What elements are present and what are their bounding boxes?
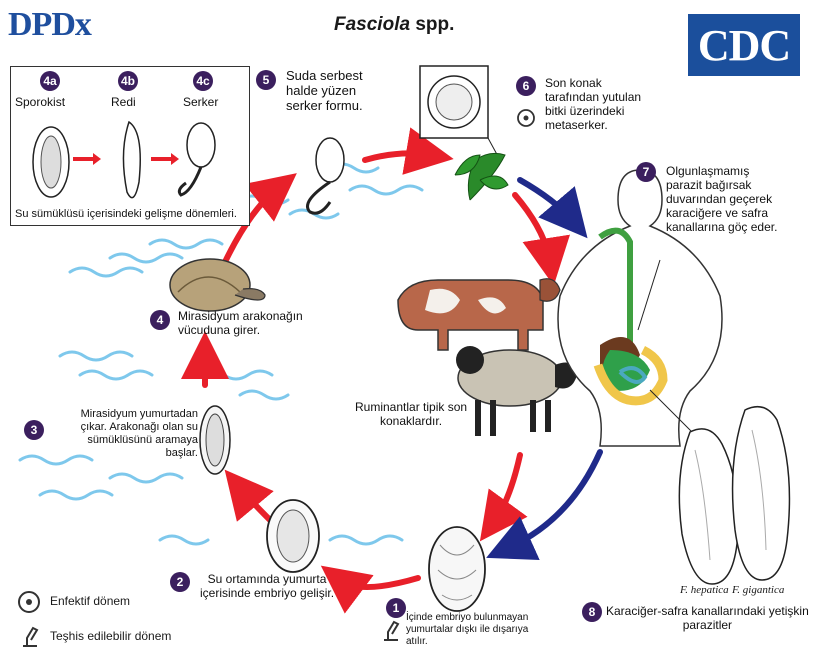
cercaria-illustration bbox=[306, 137, 345, 215]
stage-4b-label: Redi bbox=[111, 95, 136, 109]
stage-4c-label: Serker bbox=[183, 95, 219, 109]
step-2-label: Su ortamında yumurta içerisinde embriyo … bbox=[200, 572, 334, 600]
step-3-line-4: başlar. bbox=[165, 447, 198, 459]
legend-diagnostic: Teşhis edilebilir dönem bbox=[50, 629, 172, 643]
microscope-icon bbox=[23, 626, 39, 647]
step-7-line-3: duvarından geçerek bbox=[666, 192, 773, 206]
step-3-line-1: Mirasidyum yumurtadan bbox=[80, 408, 198, 420]
step-1-line-3: atılır. bbox=[406, 636, 428, 647]
step-3-line-2: çıkar. Arakonağı olan su bbox=[80, 421, 198, 433]
step-6-line-2: tarafından yutulan bbox=[545, 90, 642, 104]
step-7-label: Olgunlaşmamış parazit bağırsak duvarında… bbox=[666, 164, 777, 234]
step-6-badge: 6 bbox=[516, 76, 536, 96]
snail-stages-inset: 4a 4b 4c Sporokist Redi Serker Su sümükl… bbox=[10, 66, 250, 226]
step-7-line-2: parazit bağırsak bbox=[666, 178, 752, 192]
step-6-line-4: metaserker. bbox=[545, 118, 608, 132]
stage-4c-badge: 4c bbox=[193, 71, 213, 91]
embryonated-egg-illustration bbox=[266, 499, 320, 573]
ruminants-line-2: konaklardır. bbox=[380, 414, 443, 428]
step-1-label: İçinde embriyo bulunmayan yumurtalar dış… bbox=[406, 612, 528, 648]
step-1-line-2: yumurtalar dışkı ile dışarıya bbox=[406, 624, 529, 635]
step-1-badge: 1 bbox=[386, 598, 406, 618]
cycle-arrows-red bbox=[181, 127, 570, 614]
microscope-icon-step1 bbox=[384, 620, 400, 641]
ruminants-line-1: Ruminantlar tipik son bbox=[355, 400, 468, 414]
step-5-line-1: Suda serbest bbox=[286, 68, 363, 83]
step-4-line-1: Mirasidyum arakonağın bbox=[178, 309, 303, 323]
step-8-line-1: Karaciğer-safra kanallarındaki yetişkin bbox=[606, 604, 809, 618]
step-5-label: Suda serbest halde yüzen serker formu. bbox=[286, 68, 363, 113]
step-5-line-2: halde yüzen bbox=[286, 83, 357, 98]
miracidium-illustration bbox=[199, 405, 231, 475]
diagram-title: Fasciola spp. bbox=[334, 14, 454, 36]
step-5-badge: 5 bbox=[256, 70, 276, 90]
unembryonated-egg-illustration bbox=[428, 526, 486, 612]
step-2-line-2: içerisinde embriyo gelişir. bbox=[200, 586, 335, 600]
step-5-line-3: serker formu. bbox=[286, 98, 363, 113]
ruminants-label: Ruminantlar tipik son konaklardır. bbox=[355, 400, 467, 428]
step-8-label: Karaciğer-safra kanallarındaki yetişkin … bbox=[606, 604, 809, 632]
title-suffix: spp. bbox=[410, 14, 455, 35]
snail-illustration bbox=[169, 258, 266, 312]
cdc-logo-text: CDC bbox=[697, 20, 791, 70]
step-8-line-2: parazitler bbox=[682, 618, 733, 632]
step-3-label: Mirasidyum yumurtadan çıkar. Arakonağı o… bbox=[48, 408, 198, 460]
step-4-badge: 4 bbox=[150, 310, 170, 330]
inset-drawing bbox=[32, 120, 216, 199]
metacercaria-illustration bbox=[419, 65, 509, 201]
step-7-line-1: Olgunlaşmamış bbox=[666, 164, 750, 178]
step-8-badge: 8 bbox=[582, 602, 602, 622]
step-7-badge: 7 bbox=[636, 162, 656, 182]
step-2-badge: 2 bbox=[170, 572, 190, 592]
step-3-line-3: sümüklüsünü aramaya bbox=[87, 434, 198, 446]
stage-4a-label: Sporokist bbox=[15, 95, 66, 109]
step-7-line-4: karaciğere ve safra bbox=[666, 206, 769, 220]
biohazard-icon bbox=[18, 591, 40, 613]
step-2-line-1: Su ortamında yumurta bbox=[207, 572, 327, 586]
step-4-line-2: vücuduna girer. bbox=[178, 323, 261, 337]
step-6-label: Son konak tarafından yutulan bitki üzeri… bbox=[545, 76, 641, 132]
step-6-line-1: Son konak bbox=[545, 76, 602, 90]
species-hepatica-label: F. hepatica bbox=[680, 584, 729, 596]
stage-4b-badge: 4b bbox=[118, 71, 138, 91]
title-genus: Fasciola bbox=[334, 14, 411, 35]
sheep-illustration bbox=[456, 346, 577, 436]
inset-caption: Su sümüklüsü içerisindeki gelişme döneml… bbox=[15, 208, 237, 220]
step-3-badge: 3 bbox=[24, 420, 44, 440]
step-7-line-5: kanallarına göç eder. bbox=[666, 220, 778, 234]
stage-4a-badge: 4a bbox=[40, 71, 60, 91]
step-1-line-1: İçinde embriyo bulunmayan bbox=[406, 612, 529, 623]
legend-infective: Enfektif dönem bbox=[50, 594, 131, 608]
dpdx-logo: DPDx bbox=[8, 6, 92, 44]
cycle-arrows-blue bbox=[486, 177, 603, 560]
biohazard-icon-step6 bbox=[517, 109, 535, 127]
species-gigantica-label: F. gigantica bbox=[732, 584, 785, 596]
step-6-line-3: bitki üzerindeki bbox=[545, 104, 625, 118]
cdc-logo: CDC bbox=[688, 14, 800, 76]
human-body-illustration bbox=[557, 169, 723, 447]
cow-illustration bbox=[397, 278, 561, 351]
adult-flukes-illustration bbox=[678, 405, 791, 585]
step-4-label: Mirasidyum arakonağın vücuduna girer. bbox=[178, 309, 303, 337]
dpdx-logo-text: DPDx bbox=[8, 6, 92, 43]
